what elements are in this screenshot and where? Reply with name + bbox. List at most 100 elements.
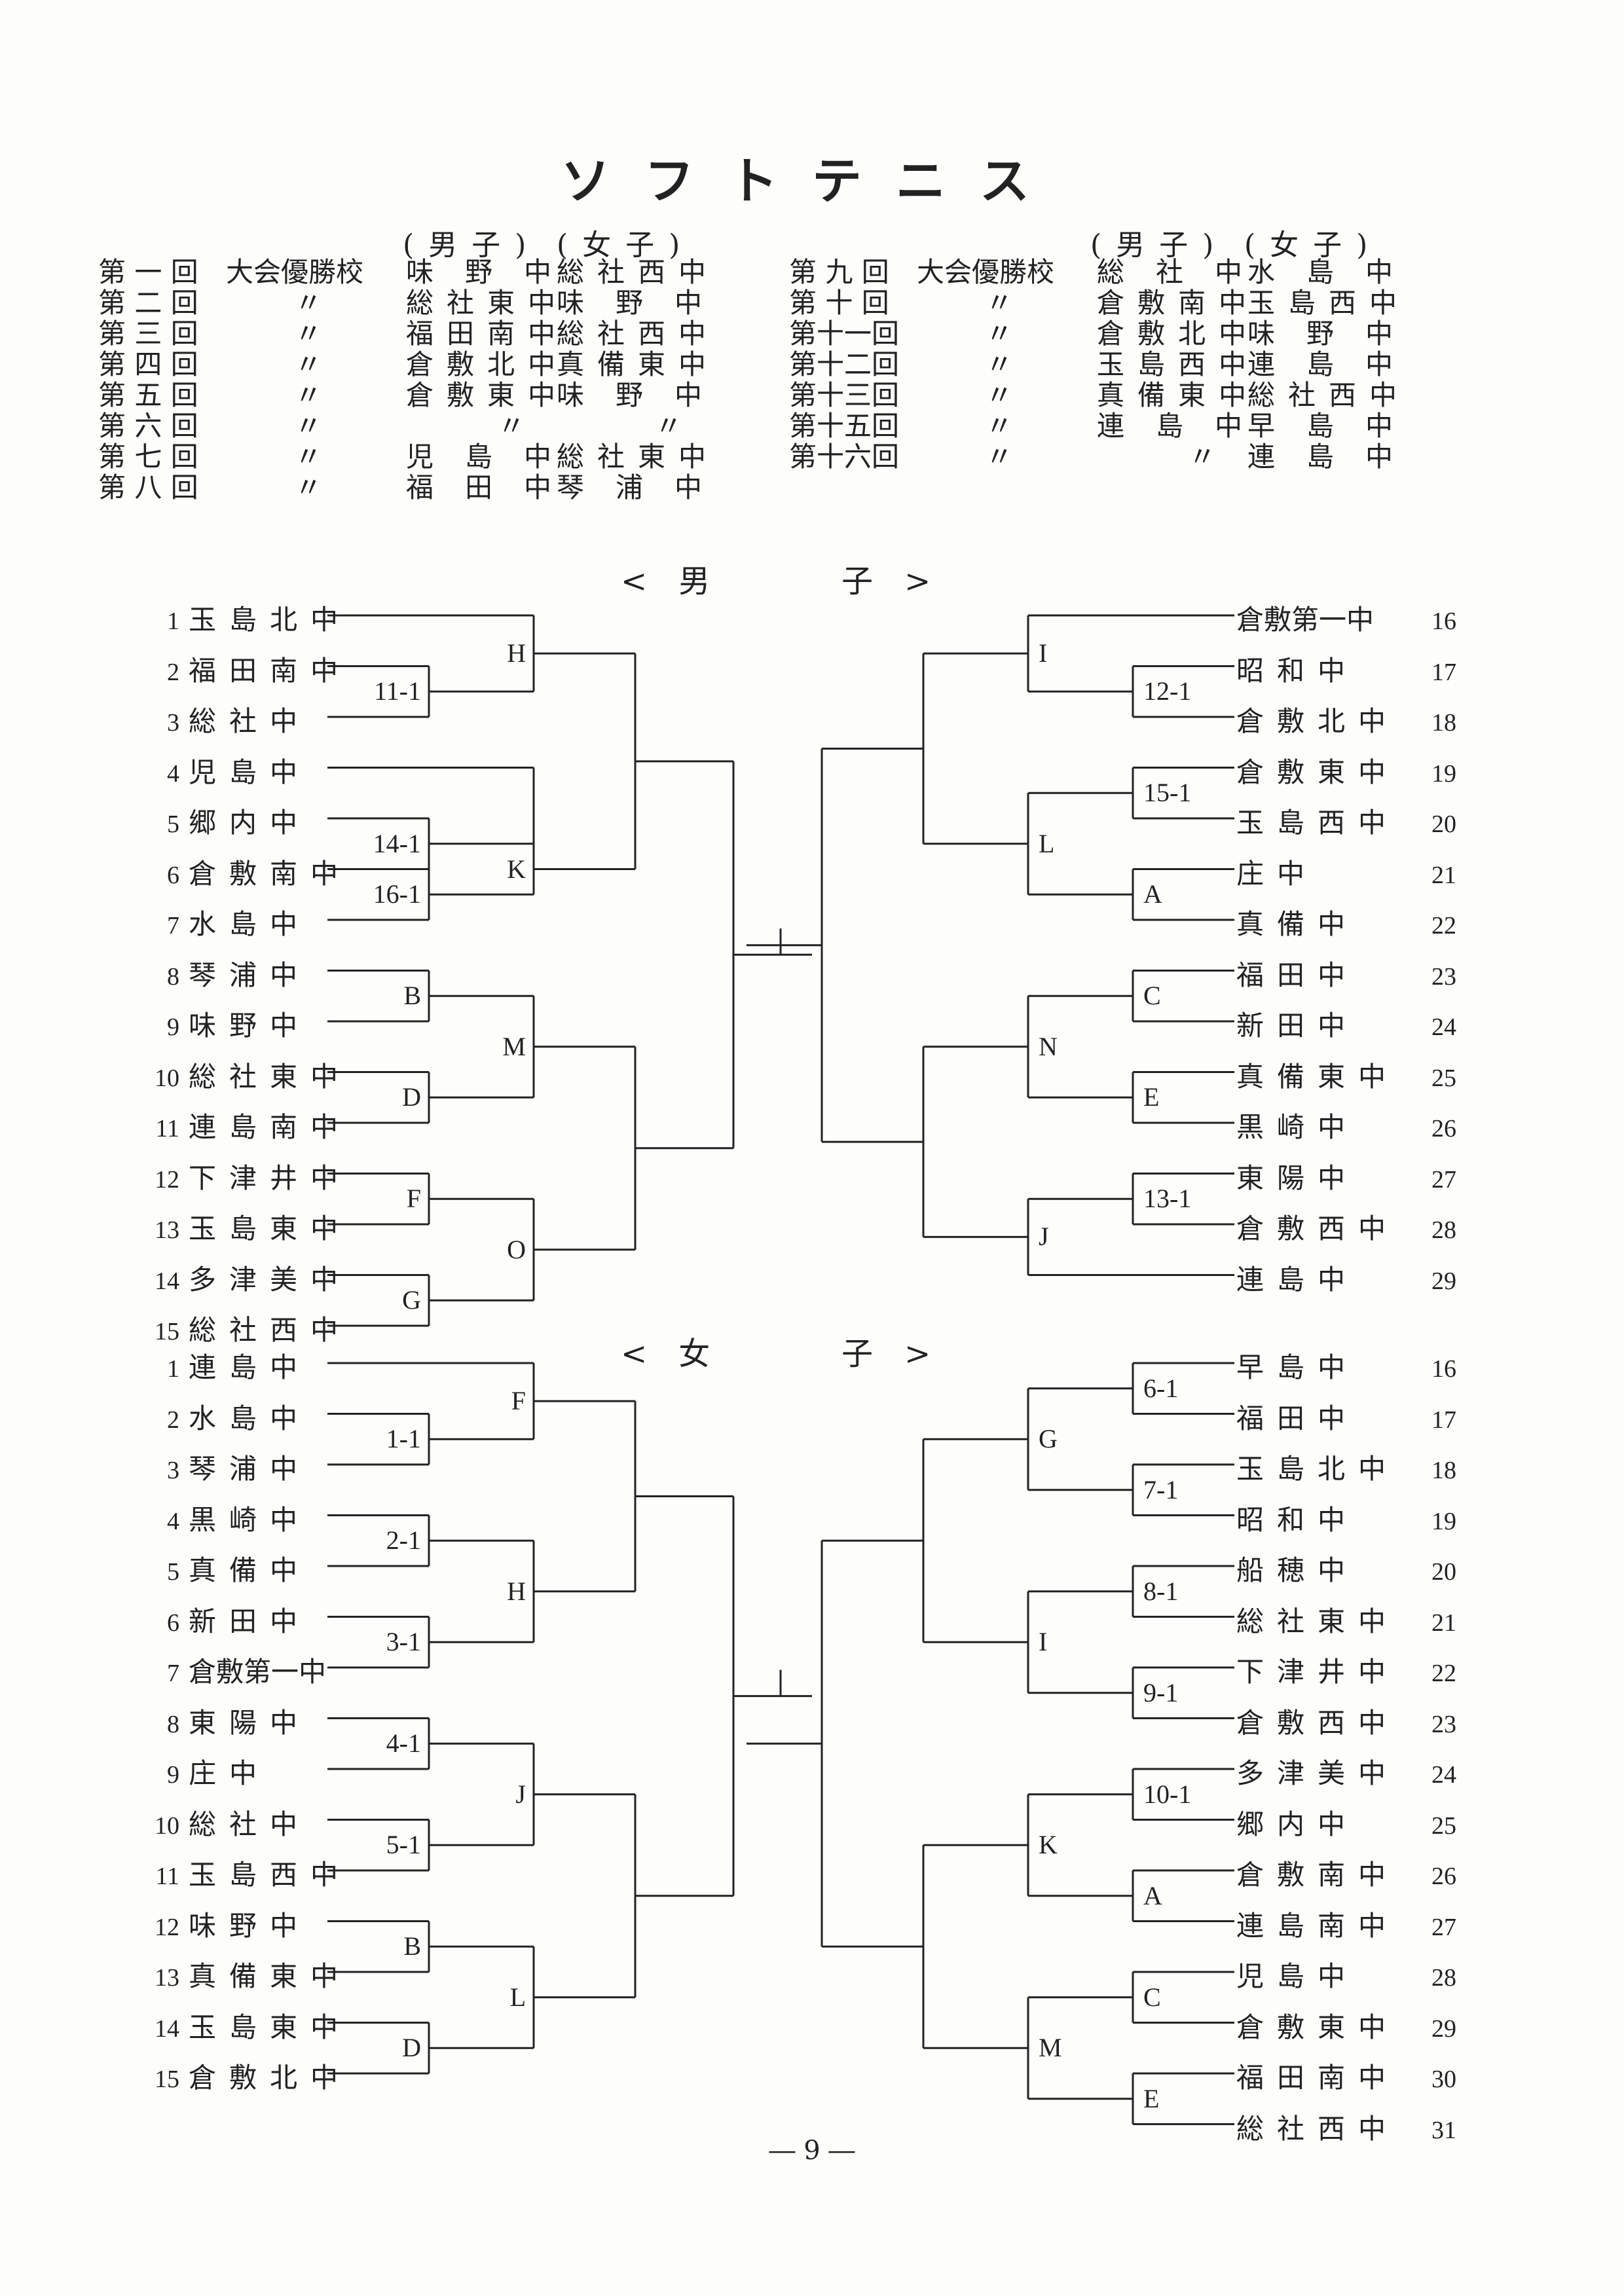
team-number: 29 [1431, 2014, 1456, 2043]
team-number: 23 [1431, 1710, 1456, 1738]
team-name: 連島中 [189, 1351, 311, 1383]
match-label: 16-1 [370, 879, 424, 910]
team-name: 総社西中 [1236, 2112, 1399, 2145]
history-right-girls-header: (女子) [1244, 228, 1382, 262]
team-name: 倉敷東中 [1236, 2011, 1399, 2043]
team-entry: 2 水島中 [139, 1396, 310, 1436]
match-label: 3-1 [383, 1626, 424, 1658]
match-label: I [1036, 638, 1050, 669]
team-number: 21 [1431, 1609, 1456, 1637]
history-round: 第 一 回 [98, 256, 198, 288]
history-boys-winner: 〃 [1189, 441, 1230, 473]
team-number: 1 [167, 608, 179, 635]
team-number: 26 [1431, 1863, 1456, 1890]
team-number: 13 [155, 1216, 179, 1244]
team-name: 庄中 [189, 1757, 270, 1789]
team-number: 14 [155, 1267, 179, 1295]
team-number: 22 [1431, 912, 1456, 939]
team-name: 多津美中 [1236, 1757, 1399, 1789]
history-round: 第 八 回 [98, 471, 198, 503]
team-name: 総社東中 [1236, 1605, 1399, 1637]
match-label: B [401, 1931, 424, 1962]
team-name: 船穂中 [1236, 1554, 1359, 1586]
team-number: 5 [167, 811, 179, 838]
team-name: 倉敷北中 [1236, 705, 1399, 737]
match-label: 4-1 [383, 1728, 424, 1759]
history-boys-winner: 連島中 [1097, 410, 1274, 442]
team-number: 12 [155, 1165, 179, 1194]
history-left-boys-header: (男子) [403, 228, 541, 262]
match-label: M [1036, 2032, 1065, 2064]
match-label: 8-1 [1141, 1575, 1181, 1607]
history-label: 〃 [295, 379, 323, 411]
team-number: 5 [167, 1558, 179, 1586]
team-name: 下津井中 [189, 1161, 352, 1194]
match-label: F [403, 1183, 424, 1214]
match-label: G [1036, 1423, 1060, 1455]
team-name: 黒崎中 [1236, 1111, 1359, 1143]
team-name: 倉敷西中 [1236, 1706, 1399, 1739]
team-number: 31 [1431, 2116, 1456, 2144]
match-label: J [1036, 1221, 1052, 1252]
history-girls-winner: 〃 [655, 410, 696, 442]
team-name: 連島南中 [1236, 1909, 1399, 1942]
team-number: 15 [155, 1318, 179, 1345]
team-name: 多津美中 [189, 1263, 352, 1296]
team-name: 倉敷東中 [1236, 756, 1399, 788]
team-number: 2 [167, 1406, 179, 1434]
history-boys-winner: 倉敷東中 [406, 379, 569, 411]
team-entry: 倉敷東中 29 [1236, 2005, 1456, 2045]
history-label: 〃 [986, 318, 1014, 350]
team-name: 倉敷北中 [189, 2062, 352, 2094]
team-name: 真備中 [189, 1554, 311, 1586]
team-name: 福田南中 [189, 654, 352, 687]
match-label: E [1141, 1082, 1162, 1113]
team-name: 庄中 [1236, 857, 1318, 890]
team-name: 玉島北中 [1236, 1453, 1399, 1485]
team-number: 2 [167, 658, 179, 686]
team-number: 6 [167, 1609, 179, 1637]
history-boys-winner: 真備東中 [1097, 379, 1260, 411]
team-name: 福田中 [1236, 1402, 1359, 1434]
match-label: K [504, 853, 528, 884]
history-girls-winner: 連島中 [1247, 441, 1425, 473]
team-number: 4 [167, 759, 179, 788]
team-number: 16 [1431, 1355, 1456, 1383]
history-girls-winner: 琴浦中 [557, 471, 734, 503]
history-round: 第十六回 [789, 441, 900, 473]
team-entry: 倉敷西中 23 [1236, 1701, 1456, 1741]
team-name: 味野中 [189, 1909, 311, 1942]
history-girls-winner: 連島中 [1247, 348, 1425, 380]
history-round: 第 三 回 [98, 318, 198, 350]
team-name: 倉敷第一中 [1236, 604, 1375, 636]
team-name: 水島中 [189, 1402, 311, 1434]
team-number: 27 [1431, 1165, 1456, 1194]
team-name: 新田中 [1236, 1010, 1359, 1042]
team-number: 13 [155, 1964, 179, 1992]
match-label: 6-1 [1141, 1372, 1181, 1404]
team-name: 昭和中 [1236, 1503, 1359, 1536]
history-girls-winner: 真備東中 [557, 348, 720, 380]
team-number: 8 [167, 962, 179, 991]
history-round: 第十三回 [789, 379, 900, 411]
team-name: 連島南中 [189, 1111, 352, 1143]
team-number: 17 [1431, 1406, 1456, 1434]
match-label: F [508, 1385, 528, 1417]
girls-heading-left: < 女 [621, 1336, 710, 1372]
match-label: I [1036, 1626, 1050, 1658]
team-number: 14 [155, 2014, 179, 2043]
team-name: 早島中 [1236, 1351, 1359, 1383]
